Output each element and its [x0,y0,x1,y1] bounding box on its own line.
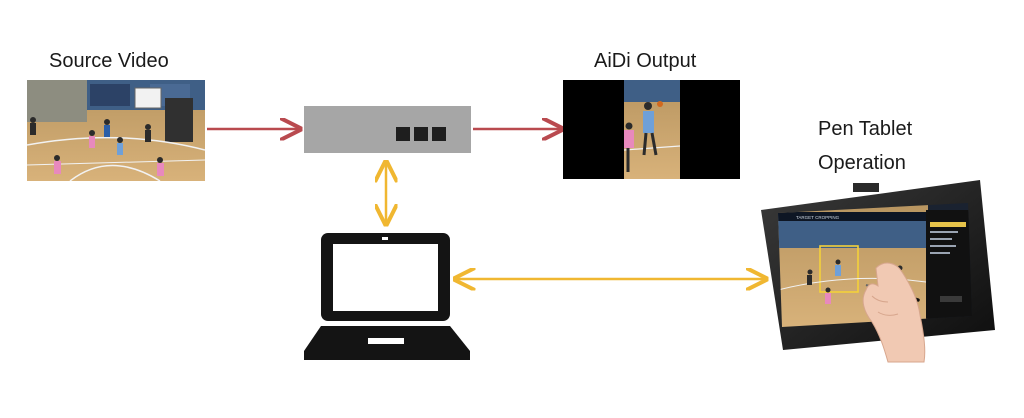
processor-box-icon [304,106,471,153]
aidi-output-frame [563,80,740,179]
laptop-icon [304,233,470,360]
source-video-thumbnail [27,80,205,181]
hand-with-pen-icon [862,262,926,363]
players [30,117,164,176]
label-aidi-output: AiDi Output [594,50,697,72]
label-pen-tablet-operation: Pen Tablet Operation [818,112,912,180]
label-pen-tablet-line1: Pen Tablet [818,118,913,140]
label-pen-tablet-line2: Operation [818,152,906,174]
tablet-screen-header: TARGET CROPPING [796,215,840,220]
pen-tablet-icon: TARGET CROPPING [761,180,995,350]
label-source-video: Source Video [49,50,169,72]
